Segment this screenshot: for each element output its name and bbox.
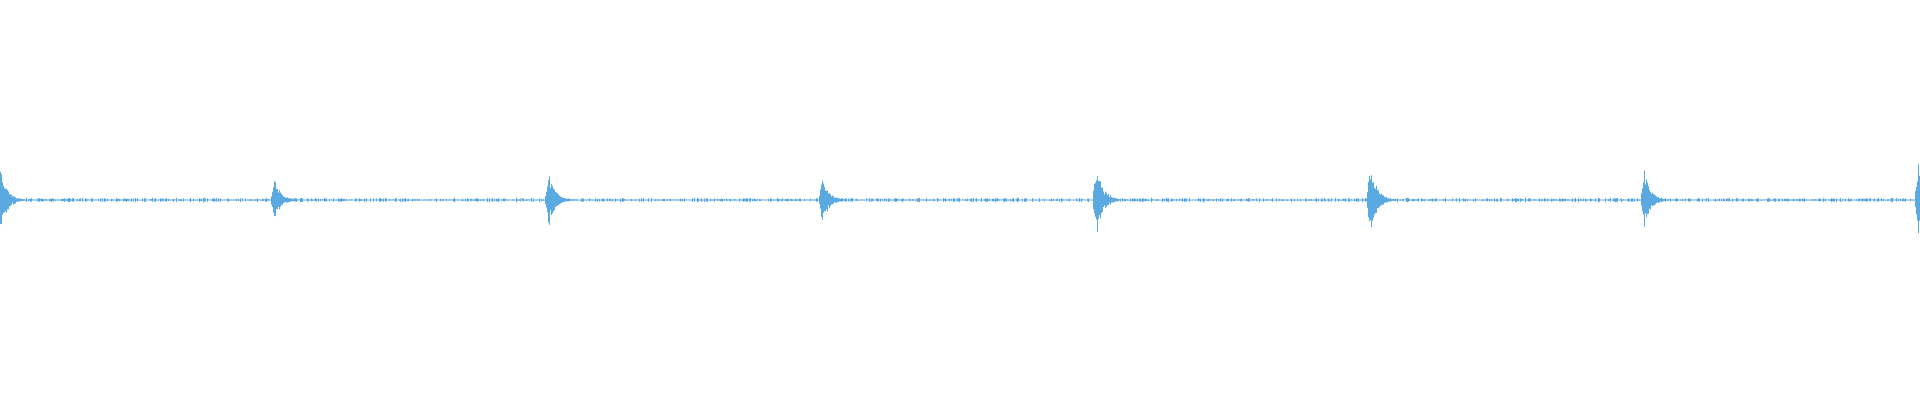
waveform-burst: [819, 184, 846, 213]
waveform-burst: [271, 181, 298, 217]
waveform-path: [0, 173, 1920, 232]
waveform-burst: [1093, 178, 1120, 222]
waveform-burst: [0, 171, 24, 225]
waveform-burst: [1367, 175, 1394, 225]
waveform-burst: [1641, 170, 1668, 227]
waveform-burst: [545, 180, 572, 219]
waveform-burst: [1915, 164, 1920, 234]
waveform-trace: [0, 164, 1920, 234]
